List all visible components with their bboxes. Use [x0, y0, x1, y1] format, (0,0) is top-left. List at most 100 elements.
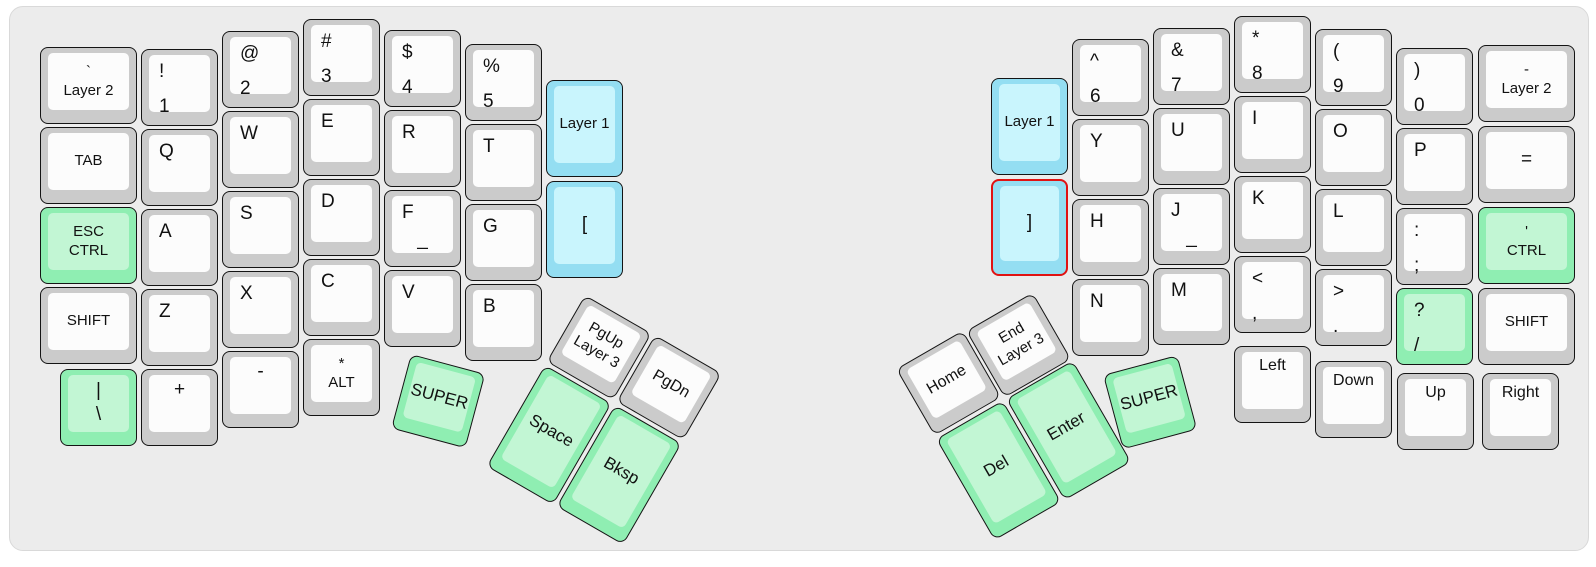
keycap-face: K	[1242, 182, 1303, 239]
key-quote-ctrl[interactable]: 'CTRL	[1478, 207, 1575, 284]
key-down-arrow[interactable]: Down	[1315, 361, 1392, 438]
key-label: Layer 1	[1004, 113, 1055, 131]
key-label: ,	[1252, 302, 1258, 324]
key-label: -	[1524, 60, 1529, 78]
keycap-face: @2	[230, 37, 291, 99]
keycap-face: SHIFT	[48, 293, 129, 350]
keycap-face: =	[1486, 132, 1567, 189]
key-label: /	[1414, 334, 1420, 356]
key-lt-comma[interactable]: <,	[1234, 256, 1311, 333]
key-label: .	[1333, 315, 1339, 337]
keycap-face: >.	[1323, 275, 1384, 337]
keycap-face: (9	[1323, 35, 1384, 97]
key-colon-semicolon[interactable]: :;	[1396, 208, 1473, 285]
key-super-left[interactable]: SUPER	[391, 354, 486, 449]
key-n[interactable]: N	[1072, 279, 1149, 356]
key-layer1-right[interactable]: Layer 1	[991, 78, 1068, 175]
key-label: Layer 2	[63, 82, 114, 99]
key-e[interactable]: E	[303, 99, 380, 176]
key-left-arrow[interactable]: Left	[1234, 346, 1311, 423]
key-shift-right[interactable]: SHIFT	[1478, 288, 1575, 365]
key-tab[interactable]: TAB	[40, 127, 137, 204]
key-i[interactable]: I	[1234, 96, 1311, 173]
key-v[interactable]: V	[384, 270, 461, 347]
key-equals[interactable]: =	[1478, 126, 1575, 203]
key-percent-5[interactable]: %5	[465, 44, 542, 121]
key-o[interactable]: O	[1315, 109, 1392, 186]
keycap-face: H	[1080, 205, 1141, 262]
key-rparen-0[interactable]: )0	[1396, 48, 1473, 125]
key-label: B	[483, 296, 496, 317]
key-up-arrow[interactable]: Up	[1397, 373, 1474, 450]
key-c[interactable]: C	[303, 259, 380, 336]
key-lparen-9[interactable]: (9	[1315, 29, 1392, 106]
key-gt-period[interactable]: >.	[1315, 269, 1392, 346]
key-label: `	[86, 62, 91, 80]
key-k[interactable]: K	[1234, 176, 1311, 253]
keycap-face: Home	[905, 339, 988, 420]
keycap-face: D	[311, 185, 372, 242]
key-label: V	[402, 282, 415, 303]
keycap-face: Layer 1	[554, 86, 615, 163]
key-j[interactable]: J_	[1153, 188, 1230, 265]
key-y[interactable]: Y	[1072, 119, 1149, 196]
key-l[interactable]: L	[1315, 189, 1392, 266]
key-minus[interactable]: -	[222, 351, 299, 428]
key-label: Z	[159, 301, 171, 322]
key-label: )	[1414, 60, 1421, 81]
key-u[interactable]: U	[1153, 108, 1230, 185]
key-label: 2	[240, 77, 251, 99]
keycap-face: R	[392, 116, 453, 173]
key-t[interactable]: T	[465, 124, 542, 201]
key-x[interactable]: X	[222, 271, 299, 348]
key-h[interactable]: H	[1072, 199, 1149, 276]
key-hash-3[interactable]: #3	[303, 19, 380, 96]
key-r[interactable]: R	[384, 110, 461, 187]
key-p[interactable]: P	[1396, 128, 1473, 205]
key-g[interactable]: G	[465, 204, 542, 281]
key-label: M	[1171, 280, 1187, 301]
key-q[interactable]: Q	[141, 129, 218, 206]
key-amp-7[interactable]: &7	[1153, 28, 1230, 105]
key-open-bracket[interactable]: [	[546, 181, 623, 278]
keycap-face: A	[149, 215, 210, 272]
key-d[interactable]: D	[303, 179, 380, 256]
key-question-slash[interactable]: ?/	[1396, 288, 1473, 365]
key-shift-left[interactable]: SHIFT	[40, 287, 137, 364]
key-super-right[interactable]: SUPER	[1103, 355, 1198, 450]
key-close-bracket[interactable]: ]	[991, 179, 1068, 276]
key-exclam-1[interactable]: !1	[141, 49, 218, 126]
key-label: |	[96, 380, 101, 402]
key-at-2[interactable]: @2	[222, 31, 299, 108]
key-pipe-backslash[interactable]: |\	[60, 369, 137, 446]
key-caret-6[interactable]: ^6	[1072, 39, 1149, 116]
key-right-arrow[interactable]: Right	[1482, 373, 1559, 450]
key-b[interactable]: B	[465, 284, 542, 361]
key-label: 4	[402, 76, 413, 98]
key-label: 5	[483, 90, 494, 112]
key-grave-layer2[interactable]: ` Layer 2	[40, 47, 137, 124]
key-a[interactable]: A	[141, 209, 218, 286]
key-label: Bksp	[600, 453, 643, 489]
key-label: !	[159, 61, 165, 82]
key-dollar-4[interactable]: $4	[384, 30, 461, 107]
keycap-face: L	[1323, 195, 1384, 252]
key-layer1-left[interactable]: Layer 1	[546, 80, 623, 177]
keycap-face: P	[1404, 134, 1465, 191]
key-label: SUPER	[1118, 380, 1180, 415]
key-z[interactable]: Z	[141, 289, 218, 366]
key-label: G	[483, 216, 498, 237]
key-w[interactable]: W	[222, 111, 299, 188]
key-dash-layer2[interactable]: -Layer 2	[1478, 45, 1575, 122]
key-s[interactable]: S	[222, 191, 299, 268]
key-label: T	[483, 136, 495, 157]
key-star-8[interactable]: *8	[1234, 16, 1311, 93]
homing-bar: _	[417, 229, 428, 251]
key-star-alt[interactable]: *ALT	[303, 339, 380, 416]
key-plus[interactable]: +	[141, 369, 218, 446]
key-f[interactable]: F_	[384, 190, 461, 267]
key-label: SUPER	[408, 379, 471, 414]
key-m[interactable]: M	[1153, 268, 1230, 345]
